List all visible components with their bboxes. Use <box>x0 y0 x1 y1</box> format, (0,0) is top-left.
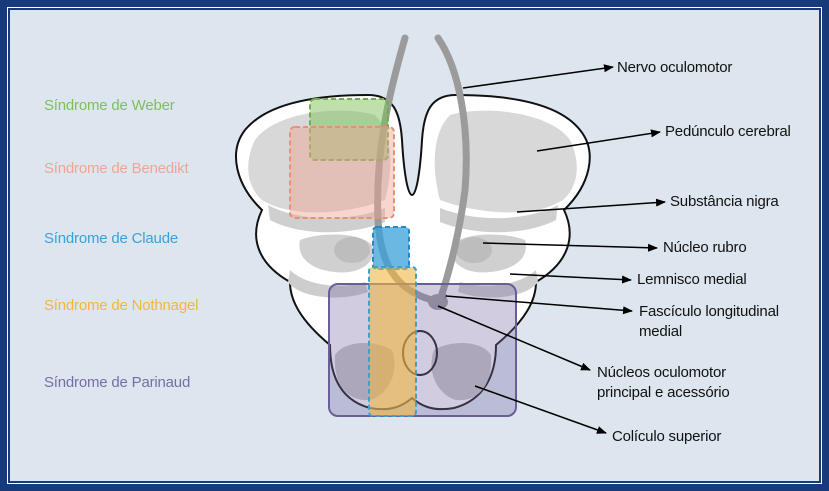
claude-box <box>373 227 409 269</box>
label-peduncle: Pedúnculo cerebral <box>665 123 791 141</box>
red-nucleus-left <box>334 237 370 263</box>
label-fasciculo-2: medial <box>639 323 682 341</box>
syndrome-nothnagel: Síndrome de Nothnagel <box>44 297 198 315</box>
label-nucleos-2: principal e acessório <box>597 384 730 402</box>
label-fasciculo-1: Fascículo longitudinal <box>639 303 779 321</box>
label-nucleos-1: Núcleos oculomotor <box>597 364 726 382</box>
syndrome-parinaud: Síndrome de Parinaud <box>44 374 190 392</box>
benedikt-box <box>290 127 394 218</box>
red-nucleus-right <box>456 237 492 263</box>
label-coliculo: Colículo superior <box>612 428 721 446</box>
label-lemnisco: Lemnisco medial <box>637 271 747 289</box>
label-nigra: Substância nigra <box>670 193 779 211</box>
syndrome-weber: Síndrome de Weber <box>44 97 175 115</box>
syndrome-benedikt: Síndrome de Benedikt <box>44 160 188 178</box>
arrow-nervo <box>463 67 613 88</box>
label-rubro: Núcleo rubro <box>663 239 746 257</box>
parinaud-box <box>329 284 516 416</box>
label-nervo-oculomotor: Nervo oculomotor <box>617 59 732 77</box>
syndrome-claude: Síndrome de Claude <box>44 230 178 248</box>
nothnagel-box <box>369 267 416 416</box>
